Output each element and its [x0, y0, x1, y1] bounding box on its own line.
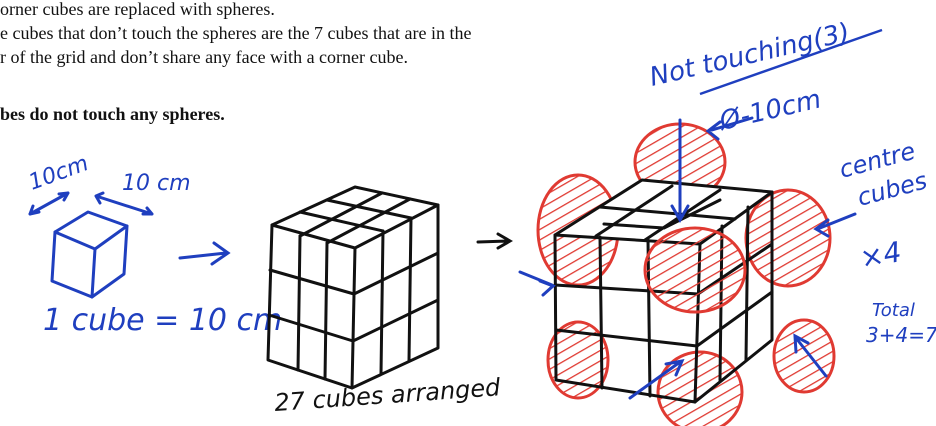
sphere-right	[744, 188, 832, 288]
centre-cubes-count: ×4	[857, 235, 903, 275]
total-label: Total	[872, 300, 915, 321]
dimension-label-left: 10cm	[26, 151, 92, 196]
conclusion-line: bes do not touch any spheres.	[0, 104, 225, 124]
sphere-cube-drawing	[518, 116, 857, 426]
sphere-bottom-right	[772, 318, 836, 394]
explanation-line-2: e cubes that don’t touch the spheres are…	[0, 23, 472, 43]
grid-cube-drawing	[266, 185, 440, 390]
underline	[699, 28, 883, 96]
arrow-icon	[178, 241, 231, 266]
cube-equation-label: 1 cube = 10 cm	[43, 303, 282, 338]
arrow-icon	[476, 232, 513, 250]
explanation-line-3: r of the grid and don’t share any face w…	[0, 47, 408, 67]
sphere-front-centre	[643, 226, 747, 314]
arranged-label: 27 cubes arranged	[273, 373, 501, 417]
not-touching-label: Not touching(3)	[647, 18, 853, 93]
dimension-label-right: 10 cm	[122, 171, 191, 196]
sphere-bottom-left	[546, 320, 610, 400]
single-cube-drawing	[28, 191, 154, 299]
explanation-line-1: orner cubes are replaced with spheres.	[0, 0, 275, 19]
total-equation: 3+4=7	[866, 323, 936, 347]
diameter-label: Ø-10cm	[716, 84, 824, 137]
